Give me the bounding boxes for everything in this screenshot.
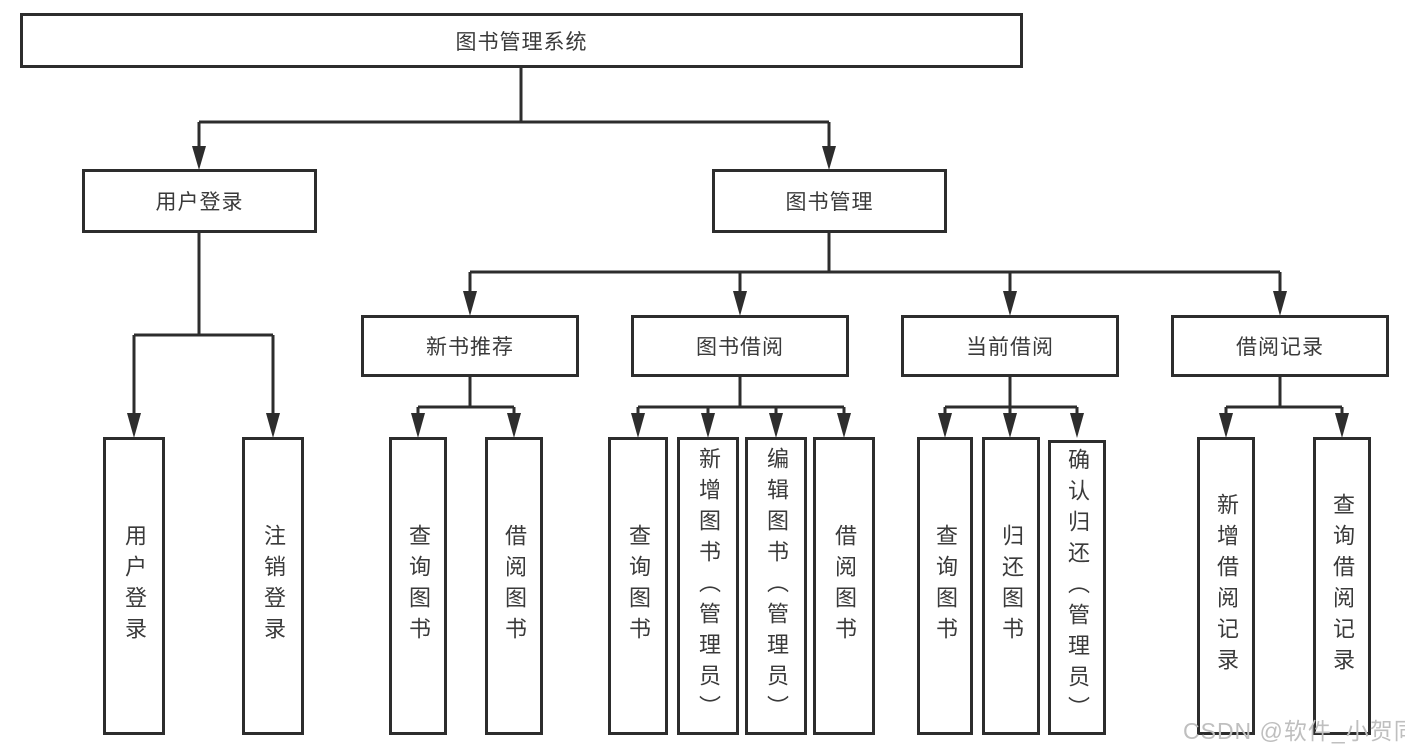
connector-newbookrec-to-leaves [416, 377, 516, 415]
arrowhead [837, 413, 851, 438]
leaf-add-borrow-record: 新增借阅记录 [1197, 437, 1255, 735]
node-borrowing-records: 借阅记录 [1171, 315, 1389, 377]
leaf-query-borrow-record: 查询借阅记录 [1313, 437, 1371, 735]
leaf-query-books-borrowing: 查询图书 [608, 437, 668, 735]
arrowhead [463, 291, 477, 316]
leaf-return-books: 归还图书 [982, 437, 1040, 735]
arrowhead [822, 146, 836, 170]
connector-bookmgmt-to-level3 [468, 233, 1282, 293]
node-book-management: 图书管理 [712, 169, 947, 233]
leaf-user-login: 用户登录 [103, 437, 165, 735]
connector-currentborrow-to-leaves [943, 377, 1079, 415]
arrowhead [1219, 413, 1233, 438]
arrowhead [769, 413, 783, 438]
arrowhead [192, 146, 206, 170]
connector-userlogin-to-leaves [132, 233, 275, 415]
connector-root-to-level2 [197, 68, 831, 147]
node-current-borrowing: 当前借阅 [901, 315, 1119, 377]
leaf-logout: 注销登录 [242, 437, 304, 735]
arrowhead [1070, 413, 1084, 438]
node-library-management-system: 图书管理系统 [20, 13, 1023, 68]
arrowhead [266, 413, 280, 438]
node-new-book-recommendation: 新书推荐 [361, 315, 579, 377]
node-book-borrowing: 图书借阅 [631, 315, 849, 377]
leaf-borrow-books-recommendation: 借阅图书 [485, 437, 543, 735]
node-user-login: 用户登录 [82, 169, 317, 233]
leaf-confirm-return-admin: 确认归还（管理员） [1048, 440, 1106, 735]
arrowhead [1273, 291, 1287, 316]
leaf-query-books-recommendation: 查询图书 [389, 437, 447, 735]
connector-bookborrow-to-leaves [636, 377, 846, 415]
arrowhead [411, 413, 425, 438]
leaf-edit-books-admin: 编辑图书（管理员） [745, 437, 807, 735]
csdn-watermark: CSDN @软件_小贺同学 [1183, 718, 1405, 744]
arrowhead [1003, 413, 1017, 438]
arrowhead [938, 413, 952, 438]
arrowhead [127, 413, 141, 438]
arrowhead [1003, 291, 1017, 316]
leaf-query-books-current: 查询图书 [917, 437, 973, 735]
leaf-add-books-admin: 新增图书（管理员） [677, 437, 739, 735]
connector-records-to-leaves [1224, 377, 1344, 415]
arrowhead [631, 413, 645, 438]
arrowhead [733, 291, 747, 316]
arrowhead [701, 413, 715, 438]
arrowhead [1335, 413, 1349, 438]
leaf-borrow-books: 借阅图书 [813, 437, 875, 735]
arrowhead [507, 413, 521, 438]
